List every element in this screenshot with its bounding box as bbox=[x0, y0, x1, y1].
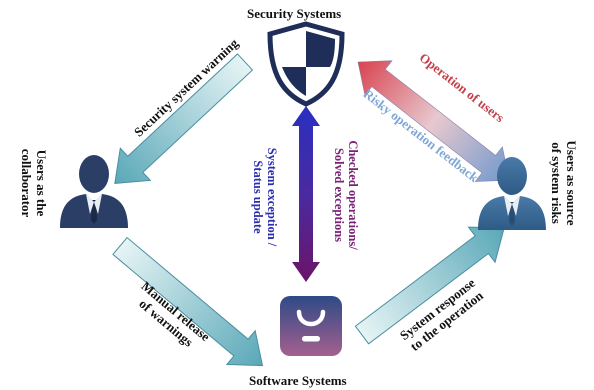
arrow-security-to-left-user bbox=[114, 53, 254, 184]
system-exception-label: System exception / Status update bbox=[251, 132, 279, 262]
shield-icon bbox=[267, 21, 345, 107]
app-icon bbox=[280, 296, 342, 356]
right-user-label-line2: of system risks bbox=[549, 142, 564, 224]
checked-operations-label-line2: Solved exceptions bbox=[332, 147, 346, 243]
software-systems-title: Software Systems bbox=[249, 373, 347, 388]
user-icon-left bbox=[60, 155, 128, 228]
right-user-label: Users as source of system risks bbox=[549, 130, 579, 236]
checked-operations-label-line1: Checked operations/ bbox=[346, 140, 360, 250]
user-icon-right bbox=[478, 157, 546, 230]
system-exception-label-line1: System exception / bbox=[265, 147, 279, 247]
checked-operations-label: Checked operations/ Solved exceptions bbox=[332, 128, 360, 262]
right-user-label-line1: Users as source bbox=[564, 140, 579, 226]
system-exception-label-line2: Status update bbox=[251, 160, 265, 234]
arrow-left-user-to-software bbox=[112, 236, 264, 367]
security-systems-title: Security Systems bbox=[247, 6, 342, 21]
arrow-security-software-bidirectional bbox=[292, 106, 320, 282]
arrow-software-to-right-user bbox=[354, 226, 505, 345]
left-user-label: Users as the collaborator bbox=[19, 138, 49, 228]
left-user-label-line2: collaborator bbox=[19, 148, 34, 218]
left-user-label-line1: Users as the bbox=[34, 149, 49, 217]
